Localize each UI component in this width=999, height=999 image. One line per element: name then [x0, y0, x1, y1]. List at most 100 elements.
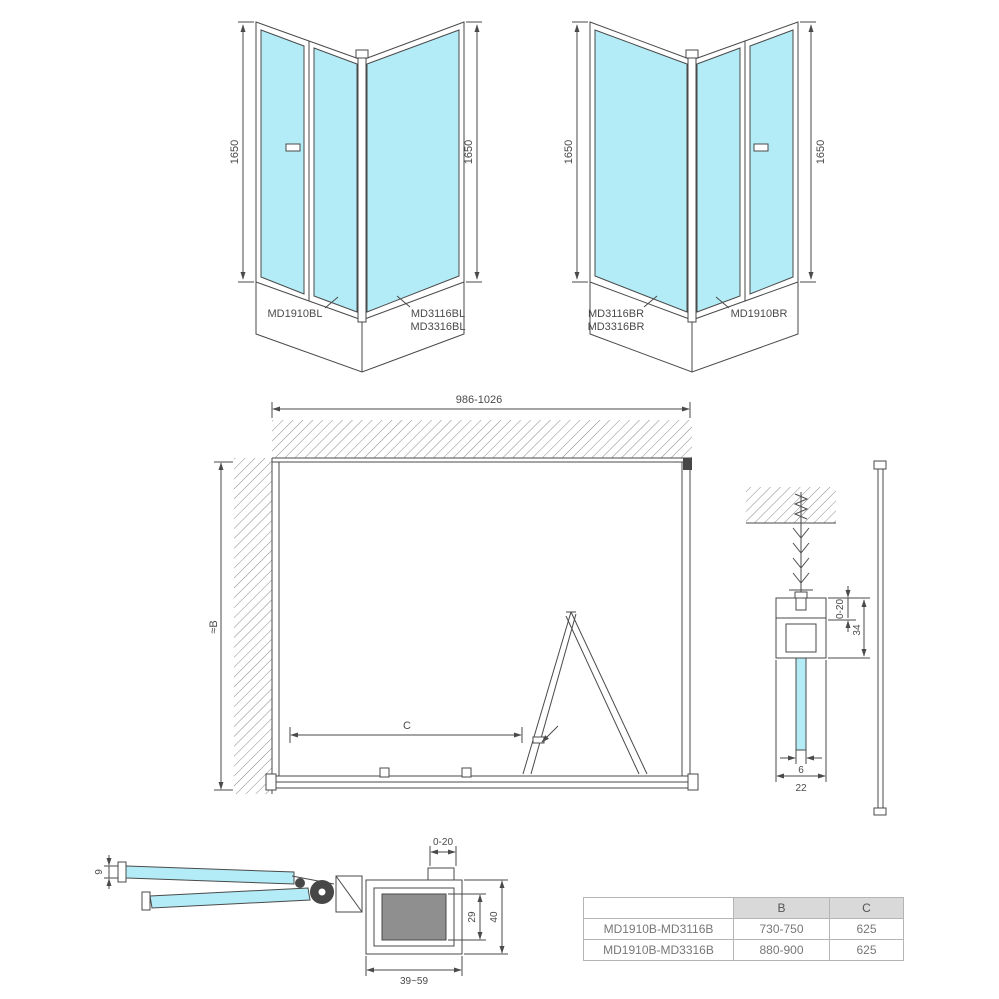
label-panel-model-a: MD3116BL — [411, 308, 465, 320]
fold-door-panel1-glass — [260, 29, 305, 295]
panel-end-cap — [141, 891, 151, 911]
fold-door-open-swing — [522, 611, 648, 775]
table-header-row: B C — [583, 897, 904, 919]
c-value-cell: 625 — [829, 939, 904, 961]
bottom-rail — [265, 773, 699, 791]
dim-label-1650: 1650 — [229, 140, 241, 164]
elevation-view: 986-1026 ≈B — [208, 394, 699, 794]
side-panel-glass — [594, 29, 688, 313]
hinge-pin — [295, 878, 305, 888]
dim-label-1650: 1650 — [815, 140, 827, 164]
anchor-screw — [789, 492, 813, 601]
dim-label-0-20: 0-20 — [835, 599, 846, 619]
dimension-glass-9: 9 — [94, 855, 118, 889]
fold-door-panel1-glass — [749, 29, 794, 295]
wall-profile-inner — [373, 887, 455, 947]
dim-label-C: C — [403, 720, 411, 732]
dimension-glass-6: 6 — [780, 750, 822, 776]
top-bracket — [683, 458, 692, 470]
dimension-height-right: 1650 — [800, 21, 827, 283]
profile-insert — [381, 893, 447, 941]
fold-direction-arrow — [541, 725, 559, 743]
dim-label-0-20: 0-20 — [433, 837, 453, 848]
hinge-profile-detail: 9 0-20 29 40 39~59 — [94, 837, 508, 987]
profile-screw-channel — [795, 597, 807, 611]
right-wall-profile — [681, 461, 691, 777]
glass-section — [795, 657, 807, 751]
dim-label-29: 29 — [467, 911, 478, 923]
dimension-profile-width-22: 22 — [775, 660, 827, 794]
dim-label-1650: 1650 — [463, 140, 475, 164]
fold-door-panel2-glass — [313, 47, 358, 313]
table-header-b: B — [733, 897, 830, 919]
dimension-range-39-59: 39~59 — [365, 956, 463, 987]
table-row: MD1910B-MD3316B 880-900 625 — [583, 939, 904, 961]
dimension-height-right: 1650 — [463, 21, 482, 283]
corner-cap — [355, 49, 369, 59]
profile-lip — [427, 867, 455, 881]
side-panel-glass — [366, 29, 460, 313]
dim-label-9: 9 — [94, 869, 105, 875]
leader-line — [715, 296, 730, 309]
top-profile-detail: 0-20 34 6 22 — [746, 460, 887, 816]
dimension-height-left: 1650 — [229, 21, 254, 283]
dim-label-39-59: 39~59 — [400, 976, 429, 987]
wall-hatch — [234, 458, 272, 794]
door-side-view — [873, 460, 887, 816]
c-value-cell: 625 — [829, 918, 904, 940]
table-row: MD1910B-MD3116B 730-750 625 — [583, 918, 904, 940]
label-panel-model-b: MD3316BR — [588, 321, 645, 333]
dimension-outer-40: 40 — [464, 879, 508, 955]
table-header-model — [583, 897, 734, 919]
model-cell: MD1910B-MD3116B — [583, 918, 734, 940]
dim-label-22: 22 — [795, 783, 807, 794]
glass-clamp — [379, 767, 390, 778]
label-panel-model-a: MD3116BR — [588, 308, 644, 320]
glass-clamp — [461, 767, 472, 778]
ceiling-hatch — [746, 487, 836, 523]
left-wall-profile — [271, 461, 280, 777]
corner-post — [687, 56, 697, 323]
door-handle — [753, 143, 769, 152]
label-panel-model-b: MD3316BL — [410, 321, 465, 333]
dim-label-40: 40 — [489, 911, 500, 923]
profile-section — [775, 597, 827, 659]
dim-label-1650: 1650 — [563, 140, 575, 164]
leader-line — [324, 296, 339, 309]
corner-cap — [685, 49, 699, 59]
dimension-height-left: 1650 — [563, 21, 588, 283]
dimension-adjust-0-20: 0-20 — [828, 586, 870, 632]
model-cell: MD1910B-MD3316B — [583, 939, 734, 961]
dim-label-6: 6 — [798, 765, 804, 776]
dimension-adjust-0-20: 0-20 — [429, 837, 457, 866]
size-table: B C MD1910B-MD3116B 730-750 625 MD1910B-… — [583, 897, 904, 961]
corner-view-left: 1650 1650 MD1910BL MD3116BL MD3316BL — [229, 21, 482, 373]
glass-panel-section-b — [149, 887, 311, 909]
size-table-grid: B C MD1910B-MD3116B 730-750 625 MD1910B-… — [583, 897, 904, 961]
panel-end-cap — [117, 861, 127, 883]
corner-post — [357, 56, 367, 323]
door-handle — [285, 143, 301, 152]
hinge-pivot-center — [318, 888, 326, 896]
shower-tray — [589, 282, 799, 373]
b-value-cell: 880-900 — [733, 939, 830, 961]
dim-label-B: ≈B — [208, 620, 220, 633]
table-header-c: C — [829, 897, 904, 919]
profile-inner-chamber — [785, 623, 817, 653]
dim-label-34: 34 — [852, 624, 863, 636]
leader-line — [396, 295, 411, 308]
dim-label-width: 986-1026 — [456, 394, 503, 406]
glass-panel-section-a — [125, 865, 295, 885]
dimension-height-B: ≈B — [208, 461, 233, 791]
dimension-inner-29: 29 — [448, 893, 486, 941]
leader-line — [643, 295, 658, 308]
corner-view-right: 1650 1650 MD3116BR MD3316BR MD1910BR — [563, 21, 827, 373]
dimension-panel-C: C — [289, 720, 523, 743]
dimension-profile-height-34: 34 — [828, 599, 870, 659]
ceiling-hatch — [272, 420, 692, 458]
label-door-model: MD1910BR — [731, 308, 788, 320]
b-value-cell: 730-750 — [733, 918, 830, 940]
shower-tray — [255, 282, 465, 373]
